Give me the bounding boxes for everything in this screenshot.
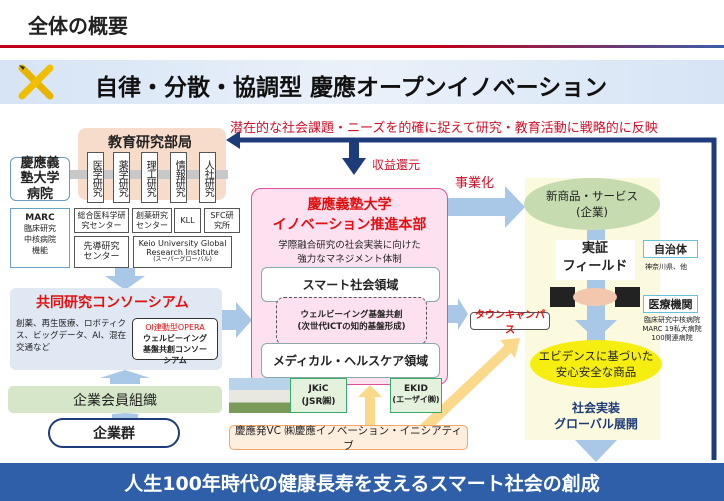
pen-cross-logo-icon [18,64,54,100]
jkic-name: JKiC [308,384,329,394]
wellbeing-line2: (次世代ICTの知的基盤形成) [297,322,406,332]
new-products-line2: (企業) [576,205,608,219]
innovation-title-2: イノベーション推進本部 [272,217,427,233]
consortium-text: 創薬、再生医療、ロボティクス、ビッグデータ、AI、混在交通など [16,319,127,353]
revenue-return-label: 収益還元 [372,158,421,172]
deploy-line1: 社会実装 [571,401,620,415]
handshake-icon [550,287,640,307]
evidence-line1: エビデンスに基づいた [538,349,654,363]
social-deployment: 社会実装 グローバル展開 [540,400,652,432]
dept-humanities: 人社研究 [199,152,216,203]
evidence-based-products: エビデンスに基づいた 安心安全な商品 [530,340,662,388]
town-campus: タウンキャンパス [470,310,550,336]
jkic-box: JKiC (JSR㈱) [290,378,347,413]
opera-box: OI連動型OPERA ウェルビーイング基盤共創コンソーシアム [132,318,218,365]
demonstration-field: 実証 フィールド [555,240,635,280]
building-photo [229,378,290,413]
new-products-line1: 新商品・サービス [546,189,638,203]
arrow-left-icon [226,131,240,149]
jkic-company: (JSR㈱) [301,397,336,407]
field-line1: 実証 [581,241,608,256]
center-kll: KLL [174,208,201,233]
evidence-line2: 安心安全な商品 [555,365,637,379]
medical-inst-line1: 臨床研究中核病院 [644,316,700,324]
wellbeing-domain: ウェルビーイング基盤共創 (次世代ICTの知的基盤形成) [276,297,427,345]
municipality-box: 自治体 [643,240,698,258]
arrow-down-icon [342,158,366,175]
center-medical-science: 総合医科学研究センター [74,208,129,233]
municipality-text: 神奈川県、他 [645,263,687,271]
education-title: 教育研究部局 [108,135,192,151]
innovation-subtitle-2: 強力なマネジメント体制 [297,254,402,265]
medical-healthcare-domain: メディカル・ヘルスケア領域 [261,343,440,378]
wellbeing-line1: ウェルビーイング基盤共創 [300,310,403,320]
commercialization-label: 事業化 [455,176,495,191]
gri-line2: Research Institute [146,248,219,258]
marc-box: MARC 臨床研究中核病院機能 [10,208,70,268]
dept-information: 情報研究 [170,152,187,203]
opera-line1: OI連動型OPERA [145,323,205,332]
banner [0,60,724,104]
consortium-title: 共同研究コンソーシアム [36,295,189,311]
center-drug-discovery: 創薬研究センター [132,208,172,233]
university-hospital: 慶應義塾大学病院 [10,156,70,202]
gri-line1: Keio University Global [138,239,227,248]
companies-box: 企業群 [48,418,180,448]
medical-inst-line2: MARC 19私大病院 [642,324,702,333]
new-products-services: 新商品・サービス (企業) [524,178,660,230]
footer-banner: 人生100年時代の健康長寿を支えるスマート社会の創成 [0,463,724,501]
ekid-name: EKID [404,384,428,394]
page-title: 全体の概要 [28,14,128,38]
medical-inst-line3: 100関連病院 [651,333,693,342]
deploy-line2: グローバル展開 [554,417,638,432]
dept-science-tech: 理工研究 [141,152,158,203]
dept-medicine: 医学研究 [87,152,104,203]
center-advanced: 先導研究センター [74,236,129,268]
marc-title: MARC [25,213,55,223]
marc-text: 臨床研究中核病院機能 [24,224,56,255]
title-rule [0,45,724,48]
opera-line2: ウェルビーイング基盤共創コンソーシアム [143,334,207,365]
innovation-title-1: 慶應義塾大学 [307,197,392,213]
global-research-institute: Keio University Global Research Institut… [133,236,232,268]
feedback-text: 潜在的な社会課題・ニーズを的確に捉えて研究・教育活動に戦略的に反映 [230,121,658,136]
medical-institution-text: 臨床研究中核病院 MARC 19私大病院 100関連病院 [634,316,710,342]
dept-pharmacy: 薬学研究 [113,152,130,203]
banner-title: 自律・分散・協調型 慶應オープンイノベーション [95,75,608,101]
center-sfc: SFC研究所 [204,208,240,233]
gri-line3: (スーパーグローバル) [153,256,212,264]
member-organization: 企業会員組織 [8,386,222,413]
ekid-box: EKID (エーザイ㈱) [390,378,442,413]
smart-society-domain: スマート社会領域 [261,267,440,302]
innovation-subtitle-1: 学際融合研究の社会実装に向けた [278,240,421,251]
keio-vc-box: 慶應発VC ㈱慶應イノベーション・イニシアティブ [229,425,468,452]
field-line2: フィールド [562,258,628,274]
ekid-company: (エーザイ㈱) [392,395,440,404]
medical-institution-box: 医療機関 [643,295,698,313]
